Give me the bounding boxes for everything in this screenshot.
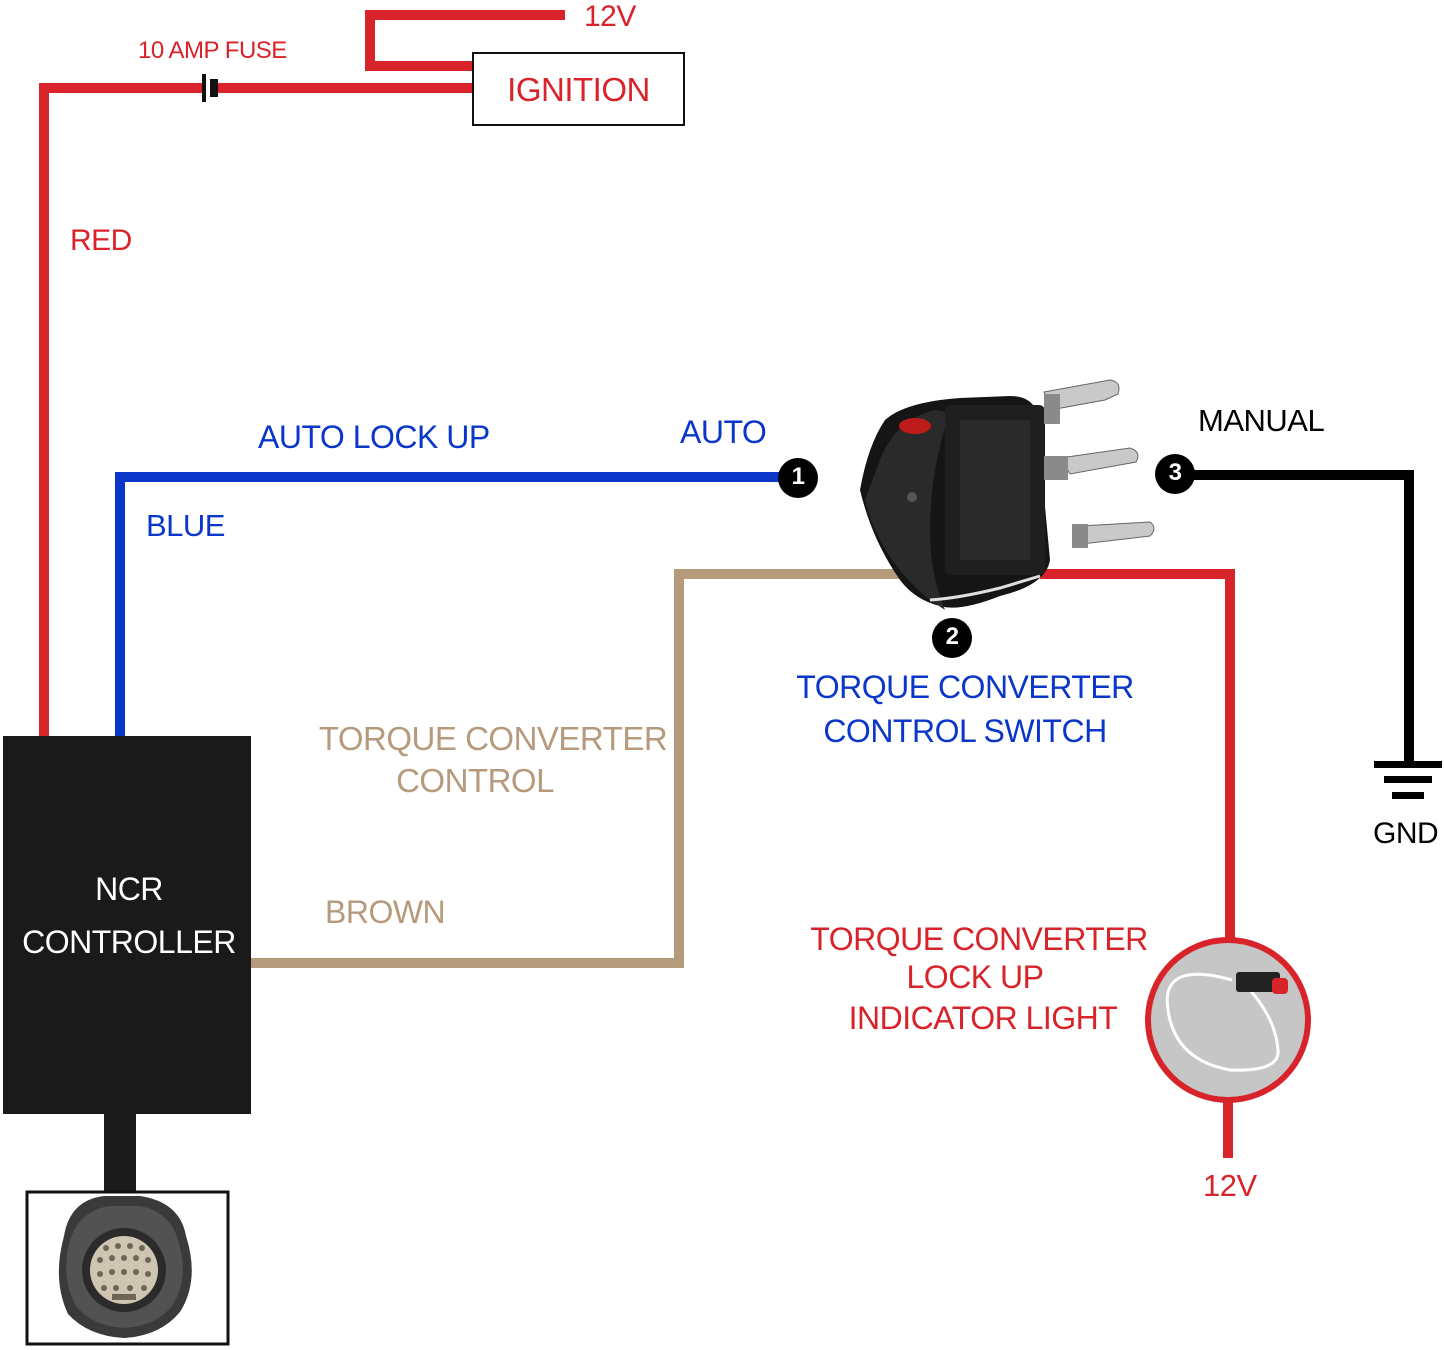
terminal-2-badge — [932, 618, 972, 658]
label-auto: AUTO — [680, 414, 767, 450]
black-wire — [1176, 470, 1414, 765]
brown-wire — [250, 569, 915, 968]
red-wire — [39, 10, 1235, 1158]
red-wire-fuse-to-controller — [39, 83, 203, 738]
label-auto-lock-up: AUTO LOCK UP — [258, 419, 490, 455]
label-tcc-line1: TORQUE CONVERTER — [318, 720, 668, 757]
terminal-2-number: 2 — [945, 623, 959, 650]
label-indicator-line1: TORQUE CONVERTER — [810, 921, 1148, 957]
label-tcc-line2: CONTROL — [396, 762, 554, 799]
torque-converter-switch-icon — [860, 379, 1155, 610]
terminal-1-number: 1 — [791, 463, 805, 490]
red-wire-12v-to-ignition — [365, 10, 565, 71]
label-controller-line2: CONTROLLER — [22, 924, 236, 960]
label-brown-wire: BROWN — [325, 894, 446, 930]
ground-icon — [1374, 761, 1442, 799]
fuse-icon — [202, 74, 218, 102]
label-red-wire: RED — [70, 224, 132, 257]
ignition-box — [472, 52, 685, 126]
label-fuse: 10 AMP FUSE — [138, 37, 287, 64]
label-switch-title-line1: TORQUE CONVERTER — [796, 669, 1134, 705]
terminal-3-number: 3 — [1168, 459, 1182, 486]
label-12v-bottom: 12V — [1203, 1168, 1257, 1203]
indicator-light-icon — [1145, 937, 1311, 1103]
label-blue-wire: BLUE — [146, 508, 225, 543]
label-controller-line1: NCR — [95, 871, 163, 907]
label-switch-title-line2: CONTROL SWITCH — [823, 713, 1107, 749]
label-ignition: IGNITION — [507, 71, 650, 108]
label-indicator-line2: LOCK UP — [906, 959, 1044, 995]
label-gnd: GND — [1373, 817, 1439, 850]
controller-cable — [104, 1112, 136, 1194]
label-12v-top: 12V — [584, 0, 636, 33]
terminal-1-badge — [778, 458, 818, 498]
blue-wire — [115, 472, 790, 738]
harness-connector-icon — [25, 1190, 230, 1346]
ncr-controller-box — [3, 736, 251, 1114]
red-wire-switch-to-indicator — [1040, 569, 1235, 942]
label-manual: MANUAL — [1198, 403, 1325, 438]
label-indicator-line3: INDICATOR LIGHT — [848, 1000, 1118, 1036]
terminal-3-badge — [1155, 454, 1195, 494]
